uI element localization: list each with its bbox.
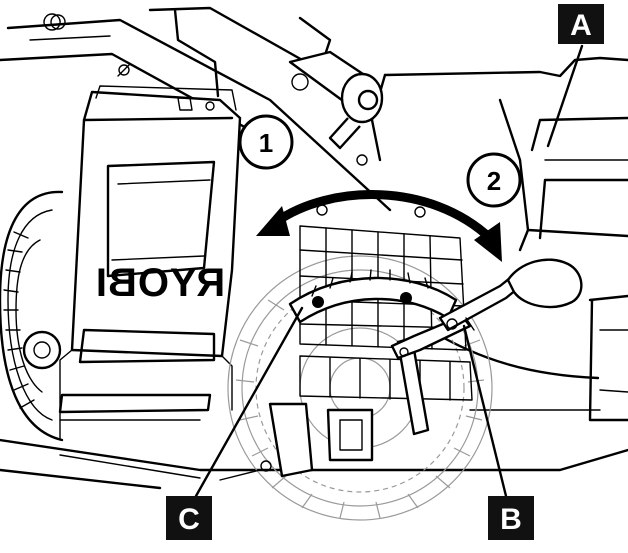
callout-c-label: C [178,503,200,536]
leader-a [546,44,584,148]
leader-c [194,306,304,498]
rear-wheel-left [0,190,64,442]
step-2-number: 2 [487,166,501,196]
step-1-badge: 1 [238,114,294,170]
grass-bag: RYOBI [59,85,242,441]
callout-a: A [558,4,604,44]
height-adjust-lever[interactable] [390,258,583,436]
brand-logo-text: RYOBI [95,261,225,305]
height-adjust-bracket [288,269,458,324]
callout-a-label: A [570,9,592,42]
step-2-badge: 2 [466,152,522,208]
step-1-number: 1 [259,128,273,158]
handle-knob-assembly [288,50,426,218]
callout-b: B [488,496,534,540]
callout-leaders [194,44,584,498]
callout-b-label: B [500,503,522,536]
double-headed-curved-arrow-icon [256,190,502,262]
leader-b [462,324,508,498]
callout-c: C [166,496,212,540]
front-axle-support [219,402,374,481]
